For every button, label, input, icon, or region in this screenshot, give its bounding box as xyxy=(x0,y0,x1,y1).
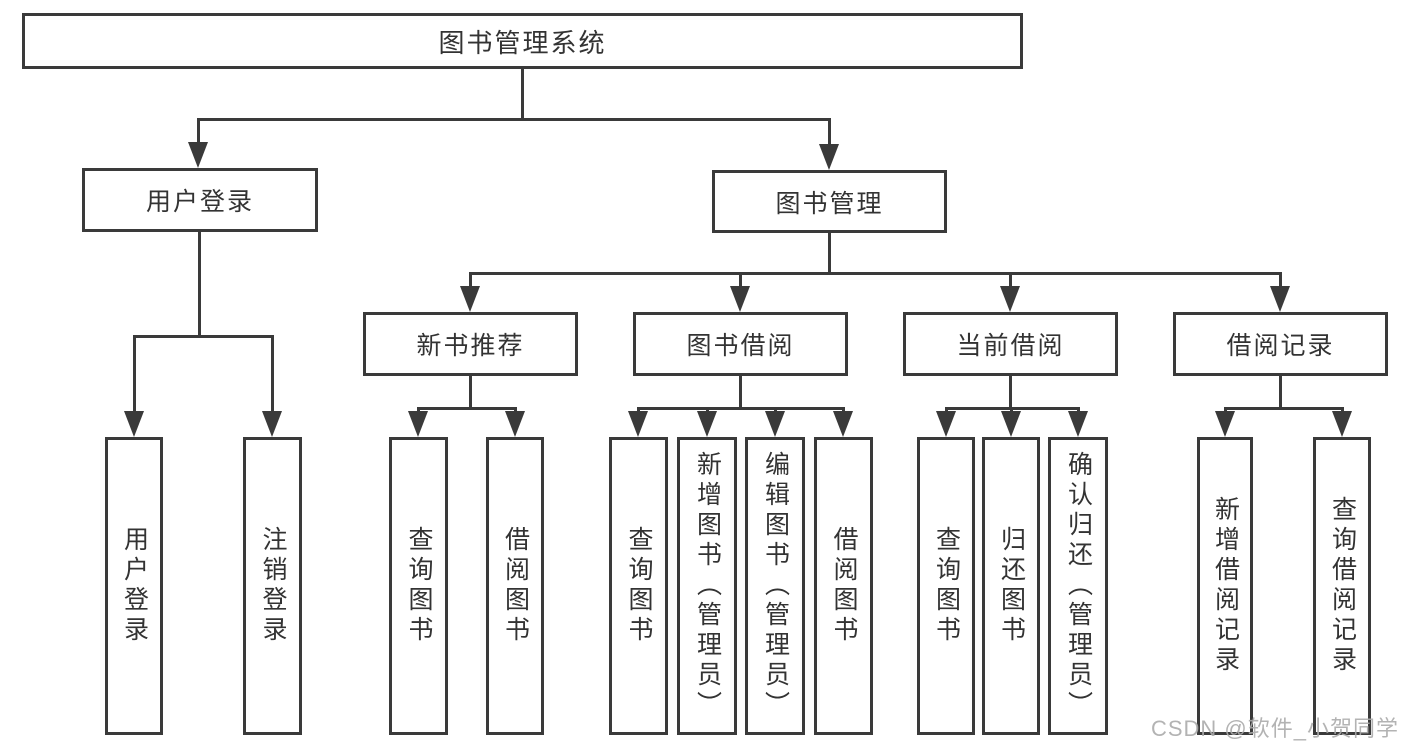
connector-vline xyxy=(774,407,777,413)
connector-hline xyxy=(197,118,831,121)
connector-vline xyxy=(739,376,742,409)
node-current-borrowing: 当前借阅 xyxy=(903,312,1118,376)
connector-hline xyxy=(637,407,845,410)
connector-vline xyxy=(1009,376,1012,409)
connector-vline xyxy=(198,232,201,335)
connector-vline xyxy=(133,335,136,413)
leaf-record-query-borrow-record: 查询借阅记录 xyxy=(1313,437,1371,735)
node-new-book-recommend: 新书推荐 xyxy=(363,312,578,376)
connector-hline xyxy=(417,407,517,410)
arrow-down-icon xyxy=(188,142,208,168)
leaf-logout: 注销登录 xyxy=(243,437,302,735)
arrow-down-icon xyxy=(628,411,648,437)
connector-vline xyxy=(828,118,831,146)
connector-vline xyxy=(514,407,517,413)
connector-vline xyxy=(1341,407,1344,413)
arrow-down-icon xyxy=(124,411,144,437)
arrow-down-icon xyxy=(1270,286,1290,312)
connector-vline xyxy=(828,233,831,274)
connector-vline xyxy=(1010,407,1013,413)
leaf-user-login: 用户登录 xyxy=(105,437,163,735)
node-user-login: 用户登录 xyxy=(82,168,318,232)
connector-vline xyxy=(271,335,274,413)
leaf-newbook-borrow-books: 借阅图书 xyxy=(486,437,544,735)
arrow-down-icon xyxy=(460,286,480,312)
leaf-newbook-query-books: 查询图书 xyxy=(389,437,448,735)
leaf-borrow-query-books: 查询图书 xyxy=(609,437,668,735)
csdn-watermark: CSDN @软件_小贺同学 xyxy=(1150,716,1399,741)
leaf-borrow-add-books-admin: 新增图书（管理员） xyxy=(677,437,737,735)
connector-vline xyxy=(739,272,742,288)
arrow-down-icon xyxy=(765,411,785,437)
leaf-record-add-borrow-record: 新增借阅记录 xyxy=(1197,437,1253,735)
arrow-down-icon xyxy=(1068,411,1088,437)
leaf-current-query-books: 查询图书 xyxy=(917,437,975,735)
arrow-down-icon xyxy=(819,144,839,170)
arrow-down-icon xyxy=(936,411,956,437)
arrow-down-icon xyxy=(505,411,525,437)
node-book-management: 图书管理 xyxy=(712,170,947,233)
arrow-down-icon xyxy=(262,411,282,437)
arrow-down-icon xyxy=(1001,411,1021,437)
connector-vline xyxy=(1224,407,1227,413)
connector-vline xyxy=(637,407,640,413)
connector-vline xyxy=(706,407,709,413)
node-library-system: 图书管理系统 xyxy=(22,13,1023,69)
connector-vline xyxy=(1279,272,1282,288)
connector-vline xyxy=(1077,407,1080,413)
leaf-borrow-borrow-books: 借阅图书 xyxy=(814,437,873,735)
connector-vline xyxy=(1279,376,1282,409)
arrow-down-icon xyxy=(730,286,750,312)
connector-vline xyxy=(469,272,472,288)
connector-vline xyxy=(197,118,200,144)
connector-vline xyxy=(1009,272,1012,288)
node-borrow-records: 借阅记录 xyxy=(1173,312,1388,376)
leaf-current-return-books: 归还图书 xyxy=(982,437,1040,735)
arrow-down-icon xyxy=(1000,286,1020,312)
connector-vline xyxy=(945,407,948,413)
connector-vline xyxy=(842,407,845,413)
arrow-down-icon xyxy=(1332,411,1352,437)
connector-vline xyxy=(521,69,524,118)
arrow-down-icon xyxy=(833,411,853,437)
connector-vline xyxy=(417,407,420,413)
node-book-borrowing: 图书借阅 xyxy=(633,312,848,376)
arrow-down-icon xyxy=(697,411,717,437)
connector-hline xyxy=(469,272,1282,275)
leaf-current-confirm-return-admin: 确认归还（管理员） xyxy=(1048,437,1108,735)
leaf-borrow-edit-books-admin: 编辑图书（管理员） xyxy=(745,437,805,735)
connector-hline xyxy=(133,335,274,338)
connector-vline xyxy=(469,376,472,409)
arrow-down-icon xyxy=(1215,411,1235,437)
arrow-down-icon xyxy=(408,411,428,437)
connector-hline xyxy=(1224,407,1344,410)
